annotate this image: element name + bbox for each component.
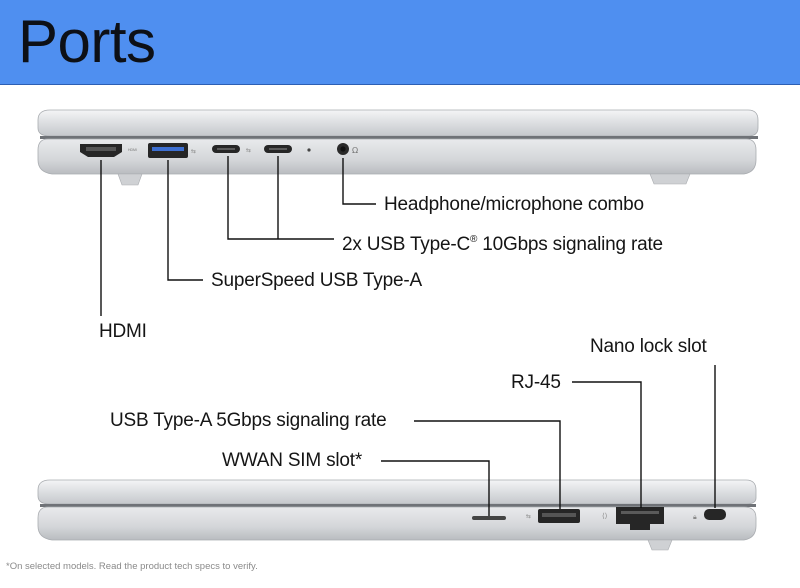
rj45-label: RJ-45	[511, 372, 561, 393]
right-callout-lines	[381, 365, 716, 516]
status-led	[307, 148, 311, 152]
footnote: *On selected models. Read the product te…	[6, 561, 258, 572]
headphone-label: Headphone/microphone combo	[384, 194, 644, 215]
svg-text:⇆: ⇆	[191, 148, 196, 155]
page-title: Ports	[18, 8, 156, 75]
nano-lock-slot	[704, 509, 726, 520]
usb-a-5g-label: USB Type-A 5Gbps signaling rate	[110, 410, 387, 431]
wwan-label: WWAN SIM slot*	[222, 450, 363, 471]
nano-lock-label: Nano lock slot	[590, 336, 707, 357]
right-side-laptop: ⇆ ⟨⟩ 🔒︎	[37, 479, 757, 551]
hdmi-label: HDMI	[99, 321, 147, 342]
registered-mark: ®	[470, 234, 478, 245]
svg-text:Ω: Ω	[352, 146, 358, 155]
svg-text:⇆: ⇆	[246, 147, 251, 154]
usb-a-superspeed-label: SuperSpeed USB Type-A	[211, 270, 422, 291]
usb-c-label: 2x USB Type-C® 10Gbps signaling rate	[342, 229, 663, 256]
svg-text:⟨⟩: ⟨⟩	[602, 512, 608, 520]
svg-text:⇆: ⇆	[526, 513, 531, 520]
usb-c-label-text: 2x USB Type-C	[342, 234, 470, 255]
usb-c-label-rest: 10Gbps signaling rate	[477, 234, 663, 255]
sim-slot	[472, 516, 506, 520]
header-banner: Ports	[0, 0, 800, 85]
left-callout-lines	[100, 156, 376, 316]
hdmi-port-marking: HDMI	[128, 148, 137, 152]
left-side-laptop: HDMI ⇆ ⇆ Ω	[37, 109, 759, 186]
svg-text:🔒︎: 🔒︎	[693, 513, 697, 521]
